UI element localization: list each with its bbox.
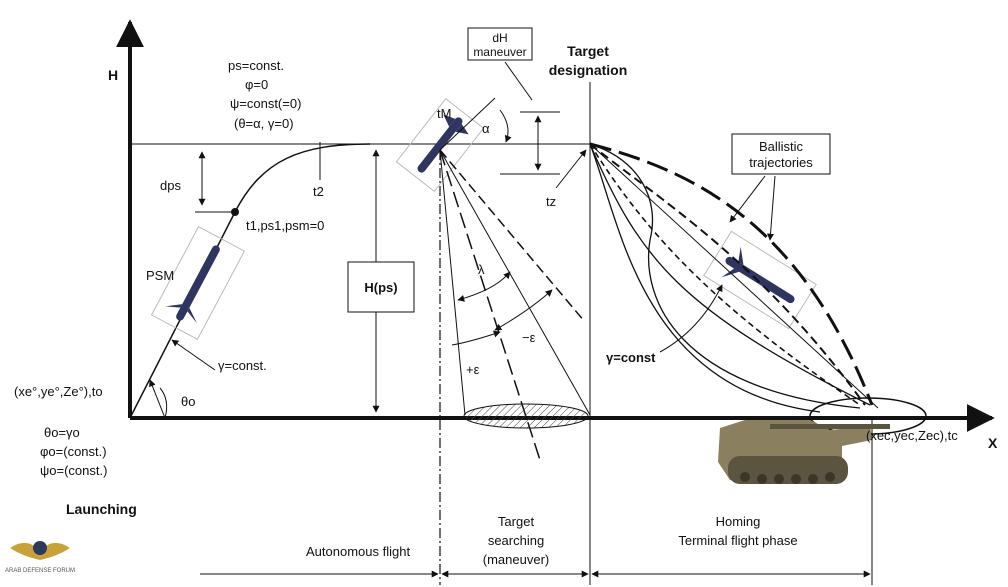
launching-label: Launching [66,501,137,517]
cone-right [439,149,591,416]
ballistic-box [731,133,831,175]
dh-line1: dH [492,31,507,45]
plus-eps-arc [451,330,501,346]
param-ps: ps=const. [228,58,284,73]
trajectory-straight [589,143,879,409]
launch-trajectory [129,143,371,419]
param-phi: φ=0 [245,77,268,92]
ballistic-pointer-1 [729,175,766,223]
height-box [347,261,415,313]
y-axis-label: H [108,67,118,83]
param-theta: (θ=α, γ=0) [234,116,294,131]
phase-autonomous-label: Autonomous flight [306,544,410,559]
tz-pointer [555,149,587,189]
dh-pointer [504,61,533,101]
cone-left [439,149,466,416]
target-designation-line2: designation [549,62,628,78]
eps-arc [494,289,553,331]
trajectory-deep [589,143,821,413]
dh-maneuver-box [467,27,533,61]
target-designation-line1: Target [567,43,609,59]
start-point-label: (xe°,ye°,Ze°),to [14,384,103,399]
watermark-logo: ARAB DEFENSE FORUM [5,541,75,574]
theta0-arc [159,387,168,419]
theta0-arrow [149,379,166,419]
phase-search-line2: searching [488,533,544,548]
trajectory-solid [589,143,871,406]
tz-label: tz [546,194,556,209]
ballistic-line2: trajectories [749,155,813,170]
gamma-launch-label: γ=const. [218,358,267,373]
gamma-launch-arrow [171,339,216,371]
trajectory-dash-3 [589,143,861,406]
end-point-label: (xec,yec,Zec),tc [866,428,958,443]
minus-eps-label: −ε [522,330,536,345]
init-psi: ψo=(const.) [40,463,107,478]
cone-edge-dashed [439,149,586,323]
missile-homing [703,230,817,330]
phase-search-line1: Target [498,514,535,529]
t1-label: t1,ps1,psm=0 [246,218,324,233]
plus-eps-label: +ε [466,362,480,377]
dh-line2: maneuver [473,45,526,59]
tank-icon [718,420,890,484]
search-area [463,403,589,429]
gamma-const-pointer [659,284,723,353]
init-theta: θo=γo [44,425,80,440]
phase-homing-line1: Homing [716,514,761,529]
param-psi: ψ=const(=0) [230,96,301,111]
phase-homing-line2: Terminal flight phase [678,533,797,548]
ballistic-pointer-2 [767,175,776,241]
missile-launch [150,225,246,341]
missile-axis-line [439,97,496,151]
init-phi: φo=(const.) [40,444,107,459]
watermark-text: ARAB DEFENSE FORUM [5,568,75,574]
trajectory-bold-dash [589,142,874,406]
gamma-const-label: γ=const [606,350,656,365]
ballistic-line1: Ballistic [759,139,804,154]
trajectory-loop [589,143,861,409]
theta0-label: θo [181,394,195,409]
alpha-label: α [482,121,490,136]
lambda-label: λ [478,262,485,277]
alpha-arc [499,109,512,143]
height-label: H(ps) [364,280,397,295]
x-axis-label: X [988,435,998,451]
trajectory-dash-2 [589,143,866,406]
phase-search-line3: (maneuver) [483,552,549,567]
psm-label: PSM [146,268,174,283]
lambda-arc [457,271,511,302]
t2-label: t2 [313,184,324,199]
tm-label: tM [437,106,451,121]
dps-label: dps [160,178,181,193]
